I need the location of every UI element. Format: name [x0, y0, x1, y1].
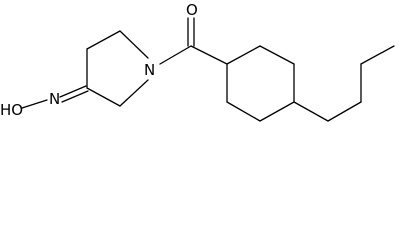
bond-c2-n1: [119, 30, 149, 59]
oxime-nitrogen-label: N: [49, 90, 60, 108]
bond-c6-c5: [86, 87, 121, 107]
bond-o-n: [21, 99, 48, 109]
hydroxyl-label: HO: [0, 101, 23, 119]
chemical-structure: HO N N O: [0, 1, 395, 122]
bond-butyl-c3-c4: [360, 45, 395, 65]
bond-ch2-ch3: [259, 45, 295, 65]
butyl-chain: [293, 45, 395, 122]
carbonyl-group: [159, 17, 228, 65]
ring-nitrogen-label: N: [144, 61, 155, 79]
bond-n-c4-double-outer: [59, 85, 87, 98]
bond-ring-butyl-c1: [293, 101, 329, 122]
cyclohexane-ring: [226, 45, 295, 122]
bond-n-c4-double-inner: [61, 90, 89, 103]
bond-n1-carbonyl: [159, 45, 192, 65]
bond-ch1-ch2: [226, 45, 261, 65]
oxime-group: [21, 85, 89, 109]
bond-carbonyl-cyclohexyl: [190, 45, 228, 65]
piperidine-ring: [86, 30, 149, 107]
carbonyl-oxygen-label: O: [186, 1, 198, 19]
bond-c3-c2: [86, 30, 121, 50]
bond-n1-c6: [119, 79, 149, 107]
atom-labels: HO N N O: [0, 1, 198, 119]
bond-butyl-c1-c2: [327, 101, 362, 122]
bond-ch4-ch5: [259, 101, 295, 122]
bond-ch5-ch6: [226, 101, 261, 122]
